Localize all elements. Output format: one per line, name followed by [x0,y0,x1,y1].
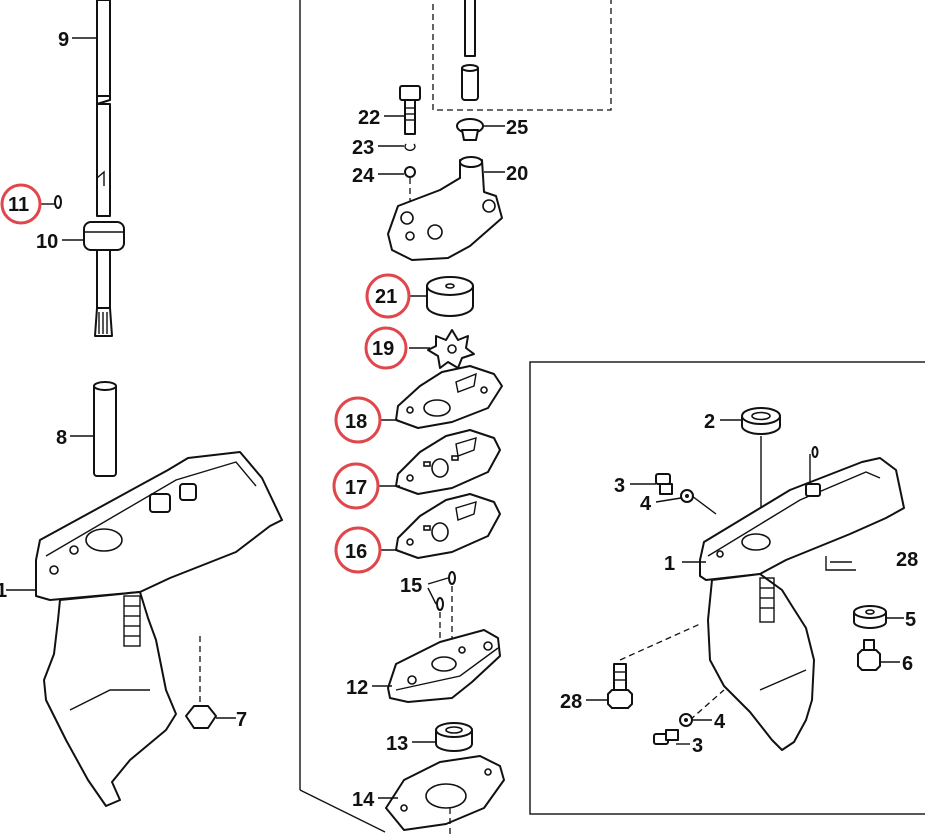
highlight-19 [364,326,408,370]
impeller-19 [427,329,475,369]
nut-6 [857,639,881,671]
callout-28-left: 28 [560,691,582,713]
drive-shaft-upper [96,0,111,217]
callout-18: 18 [345,411,367,433]
inset-frame [529,361,925,815]
seal-13 [435,722,473,752]
drive-shaft-lower [94,249,113,337]
leaders-middle [372,115,505,799]
plate-17 [395,429,501,495]
washer-4-lower-hole [684,718,688,722]
leaders-left [6,37,236,719]
callout-6: 6 [902,653,913,675]
highlight-17 [332,462,380,510]
callout-12: 12 [346,677,368,699]
bolt-3-upper [655,473,673,495]
dashed-group-box [432,0,612,111]
callout-25: 25 [506,117,528,139]
bearing-10 [83,221,125,251]
highlight-11 [0,183,42,225]
callout-19: 19 [372,338,394,360]
gasket-14 [385,755,505,831]
gear-housing-1-inset [699,457,905,751]
plate-18 [395,365,503,429]
bolt-22 [399,85,421,135]
bolt-3-lower [653,729,679,745]
highlight-18 [334,396,382,444]
grommet-25 [456,118,484,141]
gear-housing-1-left [35,451,283,807]
nut-7 [185,705,217,729]
leaders-inset [586,419,904,745]
callout-10: 10 [36,231,58,253]
callout-1-left: 1 [0,580,7,602]
lead-28-right [825,556,856,571]
bolt-28 [607,663,633,709]
plate-16 [395,493,501,559]
callout-23: 23 [352,137,374,159]
washer-23 [404,143,416,152]
callout-20: 20 [506,163,528,185]
callout-8: 8 [56,427,67,449]
washer-24 [404,166,416,178]
pins-15 [436,571,456,646]
washer-4-upper-hole [685,494,689,498]
callout-11: 11 [8,194,29,216]
callout-labels: 9 11 10 8 1 7 22 25 23 24 20 21 19 18 17… [0,29,918,811]
callout-9: 9 [58,29,69,51]
highlight-16 [334,526,382,574]
callout-28-right: 28 [896,549,918,571]
highlight-21 [365,273,411,319]
callout-1-inset: 1 [664,553,675,575]
callout-4-upper: 4 [640,493,652,515]
callout-15: 15 [400,575,422,597]
callout-21: 21 [375,286,397,308]
callout-24: 24 [352,165,375,187]
dashed-lead-28 [619,623,701,661]
pin-inset [811,446,819,458]
callout-4-lower: 4 [714,711,726,733]
base-plate-12 [387,629,501,703]
cup-21 [426,276,474,317]
callout-17: 17 [345,477,367,499]
dashed-lead-4-lower [689,689,725,721]
sleeve-8 [93,381,117,477]
cup-5 [853,605,887,629]
callout-5: 5 [905,609,916,631]
pin-11 [54,195,62,209]
callout-3-lower: 3 [692,735,703,757]
callout-16: 16 [345,541,367,563]
callout-14: 14 [352,789,375,811]
callout-13: 13 [386,733,408,755]
pump-housing-20 [387,156,503,261]
callout-3-upper: 3 [614,475,625,497]
callout-22: 22 [358,107,380,129]
shaft-in-dashed-box [461,0,479,101]
callout-2: 2 [704,411,715,433]
seal-2 [741,407,781,435]
frame-lines [299,0,925,833]
callout-7: 7 [236,709,247,731]
highlight-circles [0,183,411,574]
